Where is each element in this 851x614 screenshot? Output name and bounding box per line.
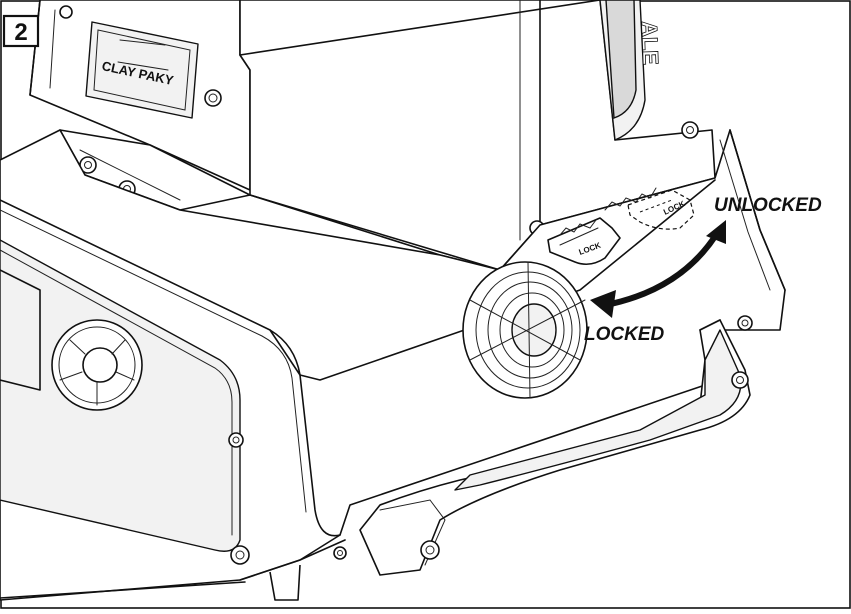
rotation-arrow — [590, 220, 726, 318]
carry-handle — [333, 315, 753, 576]
front-panel — [0, 239, 250, 565]
fan-grille — [462, 261, 588, 399]
screw-handle-top — [737, 315, 753, 331]
screw-handle-left — [420, 540, 440, 560]
head-block: ALE — [239, 0, 716, 271]
screw-base-front — [333, 546, 347, 560]
screw-upper — [204, 89, 222, 107]
figure-number-badge: 2 — [2, 14, 40, 48]
screw-handle-right — [731, 371, 749, 389]
arrowhead-locked — [590, 290, 616, 318]
control-knob — [51, 319, 143, 411]
logo-plate: CLAY PAKY — [85, 21, 199, 119]
figure-number: 2 — [14, 19, 27, 46]
unlocked-label: UNLOCKED — [714, 195, 822, 216]
arrowhead-unlocked — [706, 220, 726, 244]
screw-head-right — [681, 121, 699, 139]
screw-top — [59, 5, 73, 19]
upper-housing: CLAY PAKY — [29, 0, 251, 191]
locked-label: LOCKED — [584, 324, 665, 345]
lock-lever: LOCK — [547, 217, 621, 266]
brand-text: ALE — [637, 21, 664, 66]
screw-panel-1 — [228, 432, 244, 448]
screw-panel-2 — [230, 545, 250, 565]
